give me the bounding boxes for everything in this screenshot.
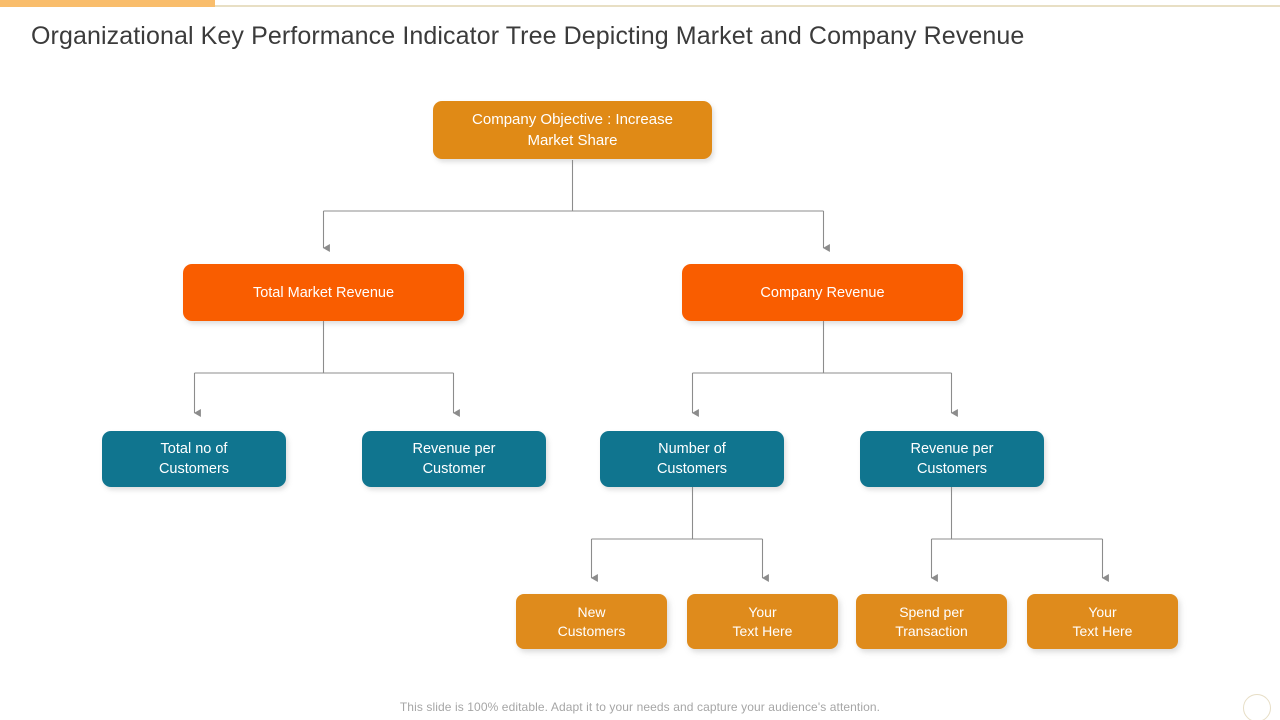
top-accent-bar: [0, 0, 215, 7]
node-company-objective[interactable]: Company Objective : Increase Market Shar…: [433, 101, 712, 159]
footer-note: This slide is 100% editable. Adapt it to…: [399, 700, 881, 714]
page-title: Organizational Key Performance Indicator…: [31, 22, 1025, 50]
node-your-text-here-1[interactable]: Your Text Here: [687, 594, 838, 649]
node-total-market-revenue[interactable]: Total Market Revenue: [183, 264, 464, 321]
node-label: Number of Customers: [656, 441, 728, 477]
corner-circle-decoration: [1243, 694, 1271, 720]
node-new-customers[interactable]: New Customers: [516, 594, 667, 649]
node-label: New Customers: [557, 603, 626, 639]
node-label: Your Text Here: [732, 603, 793, 639]
node-spend-per-transaction[interactable]: Spend per Transaction: [856, 594, 1007, 649]
node-label: Company Objective : Increase Market Shar…: [472, 111, 673, 149]
top-divider-line: [215, 5, 1280, 7]
node-label: Your Text Here: [1072, 603, 1133, 639]
node-label: Total Market Revenue: [252, 284, 395, 301]
node-label: Revenue per Customers: [910, 441, 994, 477]
node-label: Revenue per Customer: [412, 441, 496, 477]
node-your-text-here-2[interactable]: Your Text Here: [1027, 594, 1178, 649]
node-number-of-customers[interactable]: Number of Customers: [600, 431, 784, 487]
node-label: Company Revenue: [760, 284, 885, 301]
node-label: Total no of Customers: [158, 441, 230, 477]
node-revenue-per-customer[interactable]: Revenue per Customer: [362, 431, 546, 487]
node-company-revenue[interactable]: Company Revenue: [682, 264, 963, 321]
node-revenue-per-customers[interactable]: Revenue per Customers: [860, 431, 1044, 487]
node-label: Spend per Transaction: [895, 603, 968, 639]
node-total-no-of-customers[interactable]: Total no of Customers: [102, 431, 286, 487]
